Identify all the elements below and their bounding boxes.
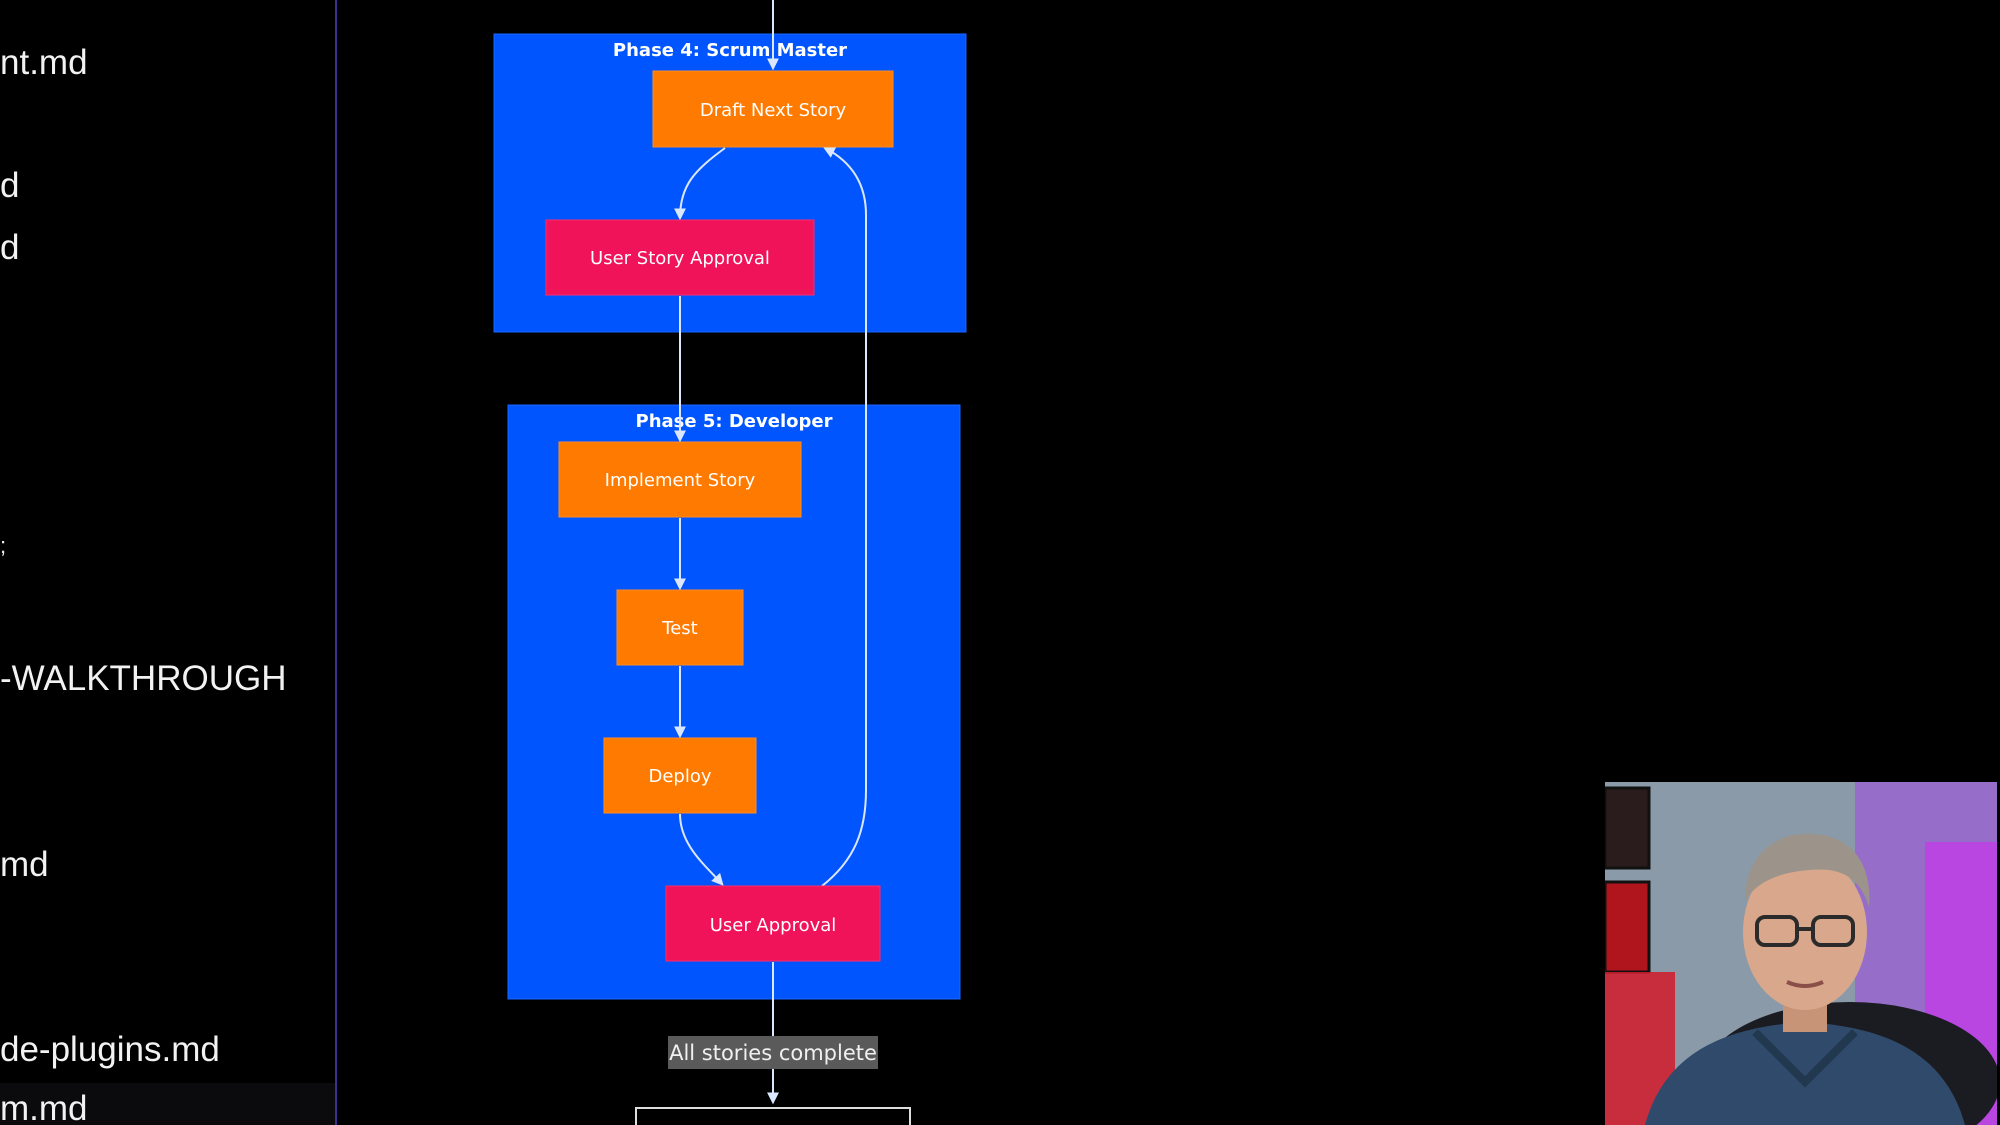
file-list-item[interactable]: d xyxy=(0,166,20,205)
svg-text:Deploy: Deploy xyxy=(648,766,711,787)
edge-loop-back-to-draft xyxy=(821,146,867,887)
svg-text:Implement Story: Implement Story xyxy=(605,470,756,491)
diagram-edges xyxy=(674,0,867,1105)
phase-4-title: Phase 4: Scrum Master xyxy=(613,40,847,61)
file-list-item[interactable]: md xyxy=(0,845,49,884)
webcam-overlay xyxy=(1605,782,1997,1125)
file-list-item[interactable]: -WALKTHROUGH xyxy=(0,659,287,698)
file-list-item[interactable]: d xyxy=(0,228,20,267)
edge-label-text: All stories complete xyxy=(669,1041,877,1065)
edge-draft-to-story-approval xyxy=(674,147,726,221)
edge-deploy-to-user-approval xyxy=(679,813,724,886)
file-list-item[interactable]: de-plugins.md xyxy=(0,1030,220,1069)
file-list-item[interactable]: nt.md xyxy=(0,43,88,82)
svg-text:Draft Next Story: Draft Next Story xyxy=(700,100,847,121)
phase-5-title: Phase 5: Developer xyxy=(636,411,833,432)
file-list-item[interactable]: ; xyxy=(0,533,7,558)
file-list-selection-highlight xyxy=(0,1083,335,1125)
file-list-panel: nt.md d d ; -WALKTHROUGH md de-plugins.m… xyxy=(0,0,337,1125)
presenter-video-icon xyxy=(1605,782,1997,1125)
next-node-partial[interactable] xyxy=(635,1107,911,1125)
node-user-story-approval[interactable]: User Story Approval xyxy=(545,219,815,296)
node-deploy[interactable]: Deploy xyxy=(603,737,757,814)
node-draft-next-story[interactable]: Draft Next Story xyxy=(652,70,894,148)
node-implement-story[interactable]: Implement Story xyxy=(558,441,802,518)
node-user-approval[interactable]: User Approval xyxy=(665,885,881,962)
file-list-item-selected[interactable]: m.md xyxy=(0,1089,88,1125)
svg-text:Test: Test xyxy=(661,618,697,639)
node-test[interactable]: Test xyxy=(616,589,744,666)
edge-label-all-stories-complete: All stories complete xyxy=(668,1036,878,1069)
svg-text:User Approval: User Approval xyxy=(710,915,837,936)
svg-text:User Story Approval: User Story Approval xyxy=(590,248,770,269)
